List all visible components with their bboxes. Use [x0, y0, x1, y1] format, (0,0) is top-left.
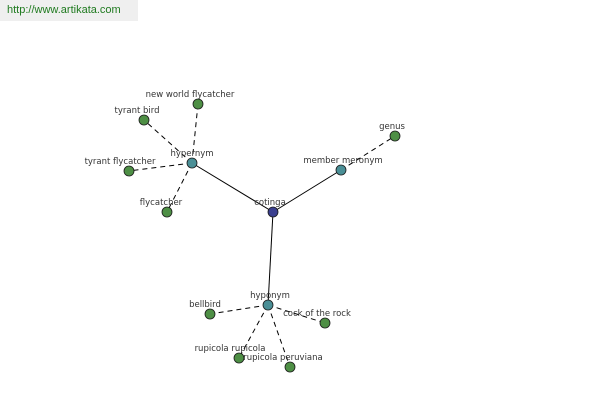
edges-layer	[128, 103, 396, 368]
node-label: cotinga	[254, 198, 286, 208]
node-hypernym[interactable]: hypernym	[170, 149, 214, 169]
node-label: hypernym	[170, 149, 213, 159]
edge-hypernym-tyrant_bird	[143, 119, 193, 164]
node-label: hyponym	[250, 291, 290, 301]
node-circle[interactable]	[123, 165, 135, 177]
node-cock-of-the-rock[interactable]: cock of the rock	[283, 309, 351, 329]
node-label: tyrant flycatcher	[85, 157, 156, 167]
edge-member_meronym-genus	[340, 135, 396, 171]
node-circle[interactable]	[192, 98, 204, 110]
node-rupicola-peruviana[interactable]: rupicola peruviana	[243, 353, 323, 373]
node-label: cock of the rock	[283, 309, 351, 319]
node-member-meronym[interactable]: member meronym	[303, 156, 383, 176]
node-circle[interactable]	[161, 206, 173, 218]
node-circle[interactable]	[267, 206, 279, 218]
node-label: flycatcher	[140, 198, 183, 208]
node-label: member meronym	[303, 156, 382, 166]
node-new-world-flycatcher[interactable]: new world flycatcher	[146, 90, 235, 110]
node-circle[interactable]	[389, 130, 401, 142]
node-hyponym[interactable]: hyponym	[250, 291, 290, 311]
node-circle[interactable]	[319, 317, 331, 329]
node-label: tyrant bird	[115, 106, 160, 116]
node-circle[interactable]	[335, 164, 347, 176]
node-cotinga[interactable]: cotinga	[254, 198, 286, 218]
node-label: rupicola rupicola	[195, 344, 266, 354]
node-label: rupicola peruviana	[243, 353, 323, 363]
node-label: bellbird	[189, 300, 221, 310]
node-circle[interactable]	[284, 361, 296, 373]
node-circle[interactable]	[233, 352, 245, 364]
node-circle[interactable]	[186, 157, 198, 169]
edge-hypernym-tyrant_flycatcher	[128, 162, 193, 172]
edge-cotinga-hypernym	[191, 162, 274, 213]
edge-hypernym-new_world_flycatcher	[191, 103, 199, 164]
node-label: new world flycatcher	[146, 90, 235, 100]
node-flycatcher[interactable]: flycatcher	[140, 198, 183, 218]
node-circle[interactable]	[204, 308, 216, 320]
edge-hyponym-cock_of_the_rock	[267, 304, 326, 324]
edge-hyponym-rupicola_peruviana	[267, 304, 291, 368]
node-genus[interactable]: genus	[379, 122, 405, 142]
node-rupicola-rupicola[interactable]: rupicola rupicola	[195, 344, 266, 364]
node-tyrant-flycatcher[interactable]: tyrant flycatcher	[85, 157, 156, 177]
node-circle[interactable]	[262, 299, 274, 311]
nodes-layer: cotinga hypernym member meronym hyponym new …	[85, 90, 405, 373]
node-bellbird[interactable]: bellbird	[189, 300, 221, 320]
site-url-link[interactable]: http://www.artikata.com	[7, 4, 121, 16]
edge-hypernym-flycatcher	[166, 162, 193, 213]
node-label: genus	[379, 122, 405, 132]
url-banner: http://www.artikata.com	[0, 0, 138, 21]
edge-hyponym-bellbird	[209, 304, 269, 315]
node-tyrant-bird[interactable]: tyrant bird	[115, 106, 160, 126]
edge-cotinga-member_meronym	[272, 169, 342, 213]
node-circle[interactable]	[138, 114, 150, 126]
edge-cotinga-hyponym	[267, 211, 274, 306]
edge-hyponym-rupicola_rupicola	[238, 304, 269, 359]
